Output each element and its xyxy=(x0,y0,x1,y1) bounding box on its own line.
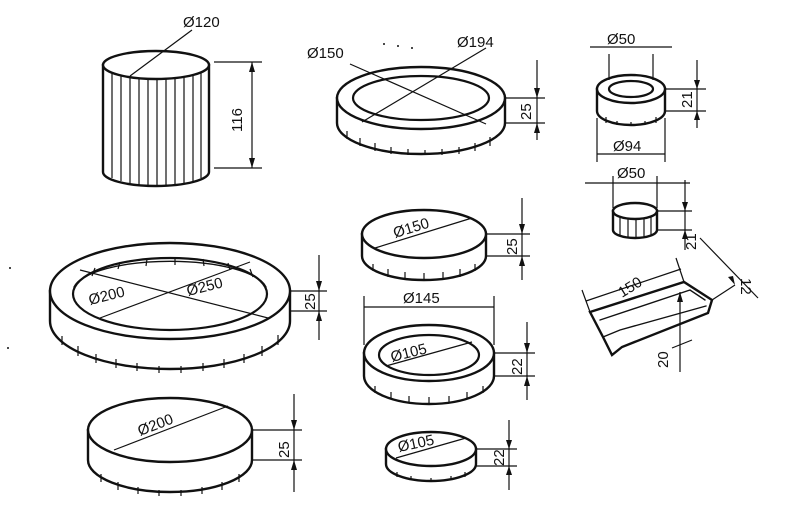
large-ring-height-label: 25 xyxy=(302,293,319,310)
large-ring-inner-edge xyxy=(71,256,269,332)
ring-145-outer-diameter-dim xyxy=(363,296,495,345)
cylinder-height-label: 116 xyxy=(229,108,246,132)
strip-width-label: 12 xyxy=(737,278,754,295)
ring-145-hatching xyxy=(374,386,484,404)
cylinder-diameter-label: Ø120 xyxy=(183,14,220,31)
part-disc-150: Ø150 25 xyxy=(360,198,530,282)
bushing-outer-diameter-dim xyxy=(596,118,666,162)
ring-145-outer-diameter-label: Ø145 xyxy=(403,290,440,307)
strip-thickness-label: 20 xyxy=(655,351,672,368)
large-ring-hatching xyxy=(61,335,279,373)
small-cylinder-height-label: 21 xyxy=(683,233,700,250)
cylinder-height-dim xyxy=(214,61,262,169)
part-small-cylinder: Ø50 21 xyxy=(585,165,700,250)
ring-145-inner-diameter-line xyxy=(385,341,473,367)
disc-105-height-label: 22 xyxy=(491,449,508,466)
strip-width-dim xyxy=(699,237,759,301)
disc-105-diameter-line xyxy=(395,437,467,459)
large-ring-height-dim xyxy=(290,255,327,340)
strip-thickness-dim xyxy=(671,292,693,372)
disc-105-hatching xyxy=(396,472,466,481)
small-cylinder-top xyxy=(611,201,659,221)
disc-150-hatching xyxy=(372,264,476,280)
cylinder-diameter-line xyxy=(129,29,193,77)
small-cylinder-height-dim xyxy=(657,180,692,250)
strip-top-edge xyxy=(599,289,706,321)
part-small-bushing: Ø50 Ø94 21 xyxy=(590,31,706,162)
part-disc-105: Ø105 22 xyxy=(384,420,517,490)
thin-ring-outer-diameter-label: Ø194 xyxy=(457,34,494,51)
small-cylinder-diameter-label: Ø50 xyxy=(617,165,645,182)
disc-200-height-dim xyxy=(252,394,302,492)
part-disc-200: Ø200 25 xyxy=(86,394,302,496)
disc-150-height-label: 25 xyxy=(504,238,521,255)
large-ring-inner-wall xyxy=(73,258,267,288)
ring-145-height-label: 22 xyxy=(509,358,526,375)
bushing-inner-diameter-dim xyxy=(590,46,672,80)
strip-front-edge xyxy=(602,305,707,338)
disc-200-height-label: 25 xyxy=(276,441,293,458)
disc-200-hatching xyxy=(100,474,240,496)
small-cylinder-hatching xyxy=(619,217,652,238)
disc-200-top xyxy=(86,396,254,464)
part-thin-ring: Ø150 Ø194 25 xyxy=(307,34,545,156)
large-ring-outer-diameter-line xyxy=(99,261,251,319)
cylinder-top xyxy=(101,49,211,81)
cylinder-hatching xyxy=(111,72,202,186)
disc-150-height-dim xyxy=(486,198,530,280)
part-large-ring: Ø200 Ø250 25 xyxy=(48,241,327,373)
large-ring-inner-diameter-line xyxy=(79,269,269,319)
thin-ring-inner-edge xyxy=(351,74,491,122)
bushing-height-dim xyxy=(665,60,706,128)
scan-specks xyxy=(7,43,413,349)
disc-105-height-dim xyxy=(476,420,517,490)
small-cylinder-diameter-dim xyxy=(585,176,690,208)
strip-length-dim xyxy=(581,257,685,313)
bushing-hatching xyxy=(605,117,657,125)
thin-ring-inner-diameter-line xyxy=(349,63,487,125)
thin-ring-outer-diameter-line xyxy=(361,47,487,123)
thin-ring-height-label: 25 xyxy=(518,103,535,120)
bushing-inner-diameter-label: Ø50 xyxy=(607,31,635,48)
thin-ring-hatching xyxy=(346,131,491,155)
part-ring-145: Ø145 Ø105 22 xyxy=(362,290,535,406)
disc-200-diameter-line xyxy=(113,405,229,451)
thin-ring-height-dim xyxy=(505,60,545,140)
bushing-top xyxy=(595,73,667,105)
bushing-hole xyxy=(607,79,655,99)
bushing-height-label: 21 xyxy=(679,91,696,108)
ring-145-inner-edge xyxy=(377,333,481,377)
bushing-outer-diameter-label: Ø94 xyxy=(613,138,641,155)
part-cylinder: Ø120 116 xyxy=(101,14,262,188)
part-strip: 150 12 20 xyxy=(581,237,759,372)
disc-150-diameter-line xyxy=(374,217,473,249)
thin-ring-inner-diameter-label: Ø150 xyxy=(307,45,344,62)
ring-145-top xyxy=(362,323,496,383)
ring-145-height-dim xyxy=(494,322,535,400)
